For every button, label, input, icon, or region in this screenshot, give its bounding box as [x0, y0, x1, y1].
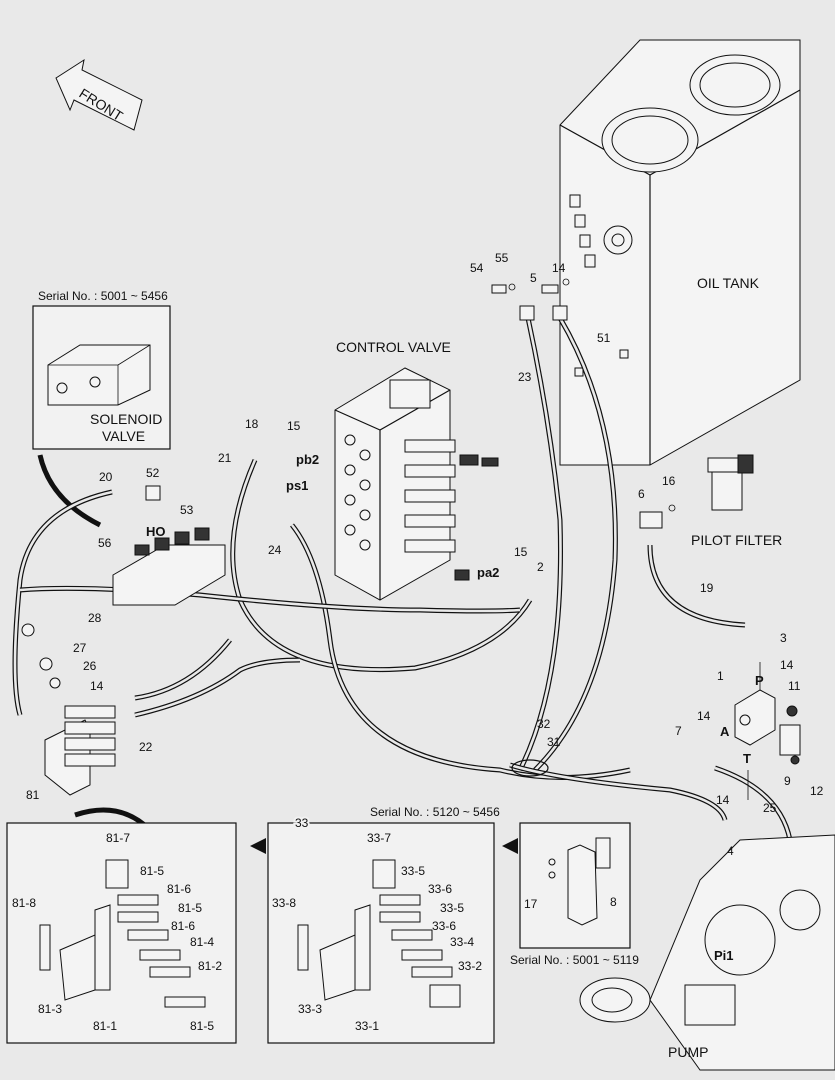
d81-label-2: 81-5 — [140, 864, 164, 878]
d33-label-6: 33-4 — [450, 935, 474, 949]
oil-tank: OIL TANK — [559, 39, 801, 466]
callout-4: 4 — [727, 844, 734, 858]
callout-55: 55 — [495, 251, 509, 265]
callout-18: 18 — [245, 417, 259, 431]
pump-label: PUMP — [668, 1044, 708, 1060]
d81-label-11: 81-1 — [93, 1019, 117, 1033]
callout-52: 52 — [146, 466, 160, 480]
callout-24: 24 — [268, 543, 282, 557]
detail-33: Serial No. : 5120 ~ 5456 33 33-7 33-5 33… — [267, 805, 500, 1044]
pointer-arrow-33 — [502, 838, 518, 854]
d33-label-2: 33-5 — [401, 864, 425, 878]
solenoid-label-1: SOLENOID — [90, 411, 162, 427]
port-HO: HO — [146, 524, 166, 539]
port-pb2: pb2 — [296, 452, 319, 467]
callout-19: 19 — [700, 581, 714, 595]
port-ps1: ps1 — [286, 478, 308, 493]
callout-16: 16 — [662, 474, 676, 488]
callout-51: 51 — [597, 331, 611, 345]
detail-81: 81-7 81-5 81-6 81-5 81-6 81-4 81-2 81-5 … — [6, 822, 237, 1044]
callout-26: 26 — [83, 659, 97, 673]
callout-14-A: 14 — [697, 709, 711, 723]
callout-8: 8 — [610, 895, 617, 909]
port-pa2: pa2 — [477, 565, 499, 580]
callout-23: 23 — [518, 370, 532, 384]
solenoid-detail: Serial No. : 5001 ~ 5456 SOLENOID VALVE — [32, 289, 171, 528]
block-81 — [21, 623, 152, 832]
callout-54: 54 — [470, 261, 484, 275]
callout-14-right: 14 — [780, 658, 794, 672]
port-P: P — [755, 673, 764, 688]
callout-15-mid: 15 — [514, 545, 528, 559]
callout-12: 12 — [810, 784, 824, 798]
d81-label-3: 81-6 — [167, 882, 191, 896]
port-T: T — [743, 751, 751, 766]
d33-label-9: 33-3 — [298, 1002, 322, 1016]
d81-label-6: 81-4 — [190, 935, 214, 949]
callout-14-tank: 14 — [552, 261, 566, 275]
callout-14-left: 14 — [90, 679, 104, 693]
callout-21: 21 — [218, 451, 232, 465]
tank-fittings — [491, 278, 570, 321]
callout-5: 5 — [530, 271, 537, 285]
serial-note-solenoid: Serial No. : 5001 ~ 5456 — [38, 289, 168, 303]
d81-label-5: 81-6 — [171, 919, 195, 933]
front-arrow: FRONT — [55, 58, 143, 131]
d33-label-8: 33-8 — [272, 896, 296, 910]
callout-7: 7 — [675, 724, 682, 738]
port-Pi1: Pi1 — [714, 948, 734, 963]
callout-28: 28 — [88, 611, 102, 625]
callout-32: 32 — [537, 717, 551, 731]
callout-27: 27 — [73, 641, 87, 655]
d33-label-1: 33-7 — [367, 831, 391, 845]
port-A: A — [720, 724, 730, 739]
d81-label-10: 81-3 — [38, 1002, 62, 1016]
callout-33: 33 — [295, 816, 309, 830]
d33-label-3: 33-6 — [428, 882, 452, 896]
callout-9: 9 — [784, 774, 791, 788]
callout-25: 25 — [763, 801, 777, 815]
d33-label-7: 33-2 — [458, 959, 482, 973]
d81-label-4: 81-5 — [178, 901, 202, 915]
d81-label-7: 81-2 — [198, 959, 222, 973]
solenoid-label-2: VALVE — [102, 428, 145, 444]
pump: Pi1 PUMP — [579, 834, 835, 1071]
serial-note-bracket: Serial No. : 5001 ~ 5119 — [510, 953, 639, 967]
pilot-filter-label: PILOT FILTER — [691, 532, 782, 548]
d33-label-5: 33-6 — [432, 919, 456, 933]
callouts: 54 55 5 14 51 23 18 15 21 20 52 53 56 24… — [26, 251, 824, 858]
callout-81: 81 — [26, 788, 40, 802]
pilot-filter: PILOT FILTER — [639, 454, 782, 548]
callout-3: 3 — [780, 631, 787, 645]
control-valve-label: CONTROL VALVE — [336, 339, 451, 355]
solenoid-manifold: HO — [112, 485, 226, 606]
block-1: P A T — [720, 662, 801, 800]
callout-15-top: 15 — [287, 419, 301, 433]
callout-2: 2 — [537, 560, 544, 574]
callout-14-T: 14 — [716, 793, 730, 807]
control-valve: CONTROL VALVE pb2 ps1 pa2 — [286, 339, 499, 601]
callout-22: 22 — [139, 740, 153, 754]
d33-label-4: 33-5 — [440, 901, 464, 915]
callout-20: 20 — [99, 470, 113, 484]
callout-1: 1 — [717, 669, 724, 683]
d81-label-9: 81-8 — [12, 896, 36, 910]
callout-53: 53 — [180, 503, 194, 517]
detail-bracket: 17 8 Serial No. : 5001 ~ 5119 — [510, 822, 639, 967]
d81-label-8: 81-5 — [190, 1019, 214, 1033]
serial-note-33: Serial No. : 5120 ~ 5456 — [370, 805, 500, 819]
callout-11: 11 — [788, 679, 801, 693]
callout-56: 56 — [98, 536, 112, 550]
pointer-arrow-81 — [250, 838, 266, 854]
callout-31: 31 — [547, 735, 561, 749]
oil-tank-label: OIL TANK — [697, 275, 760, 291]
d81-label-1: 81-7 — [106, 831, 130, 845]
d33-label-10: 33-1 — [355, 1019, 379, 1033]
callout-17: 17 — [524, 897, 538, 911]
callout-6: 6 — [638, 487, 645, 501]
